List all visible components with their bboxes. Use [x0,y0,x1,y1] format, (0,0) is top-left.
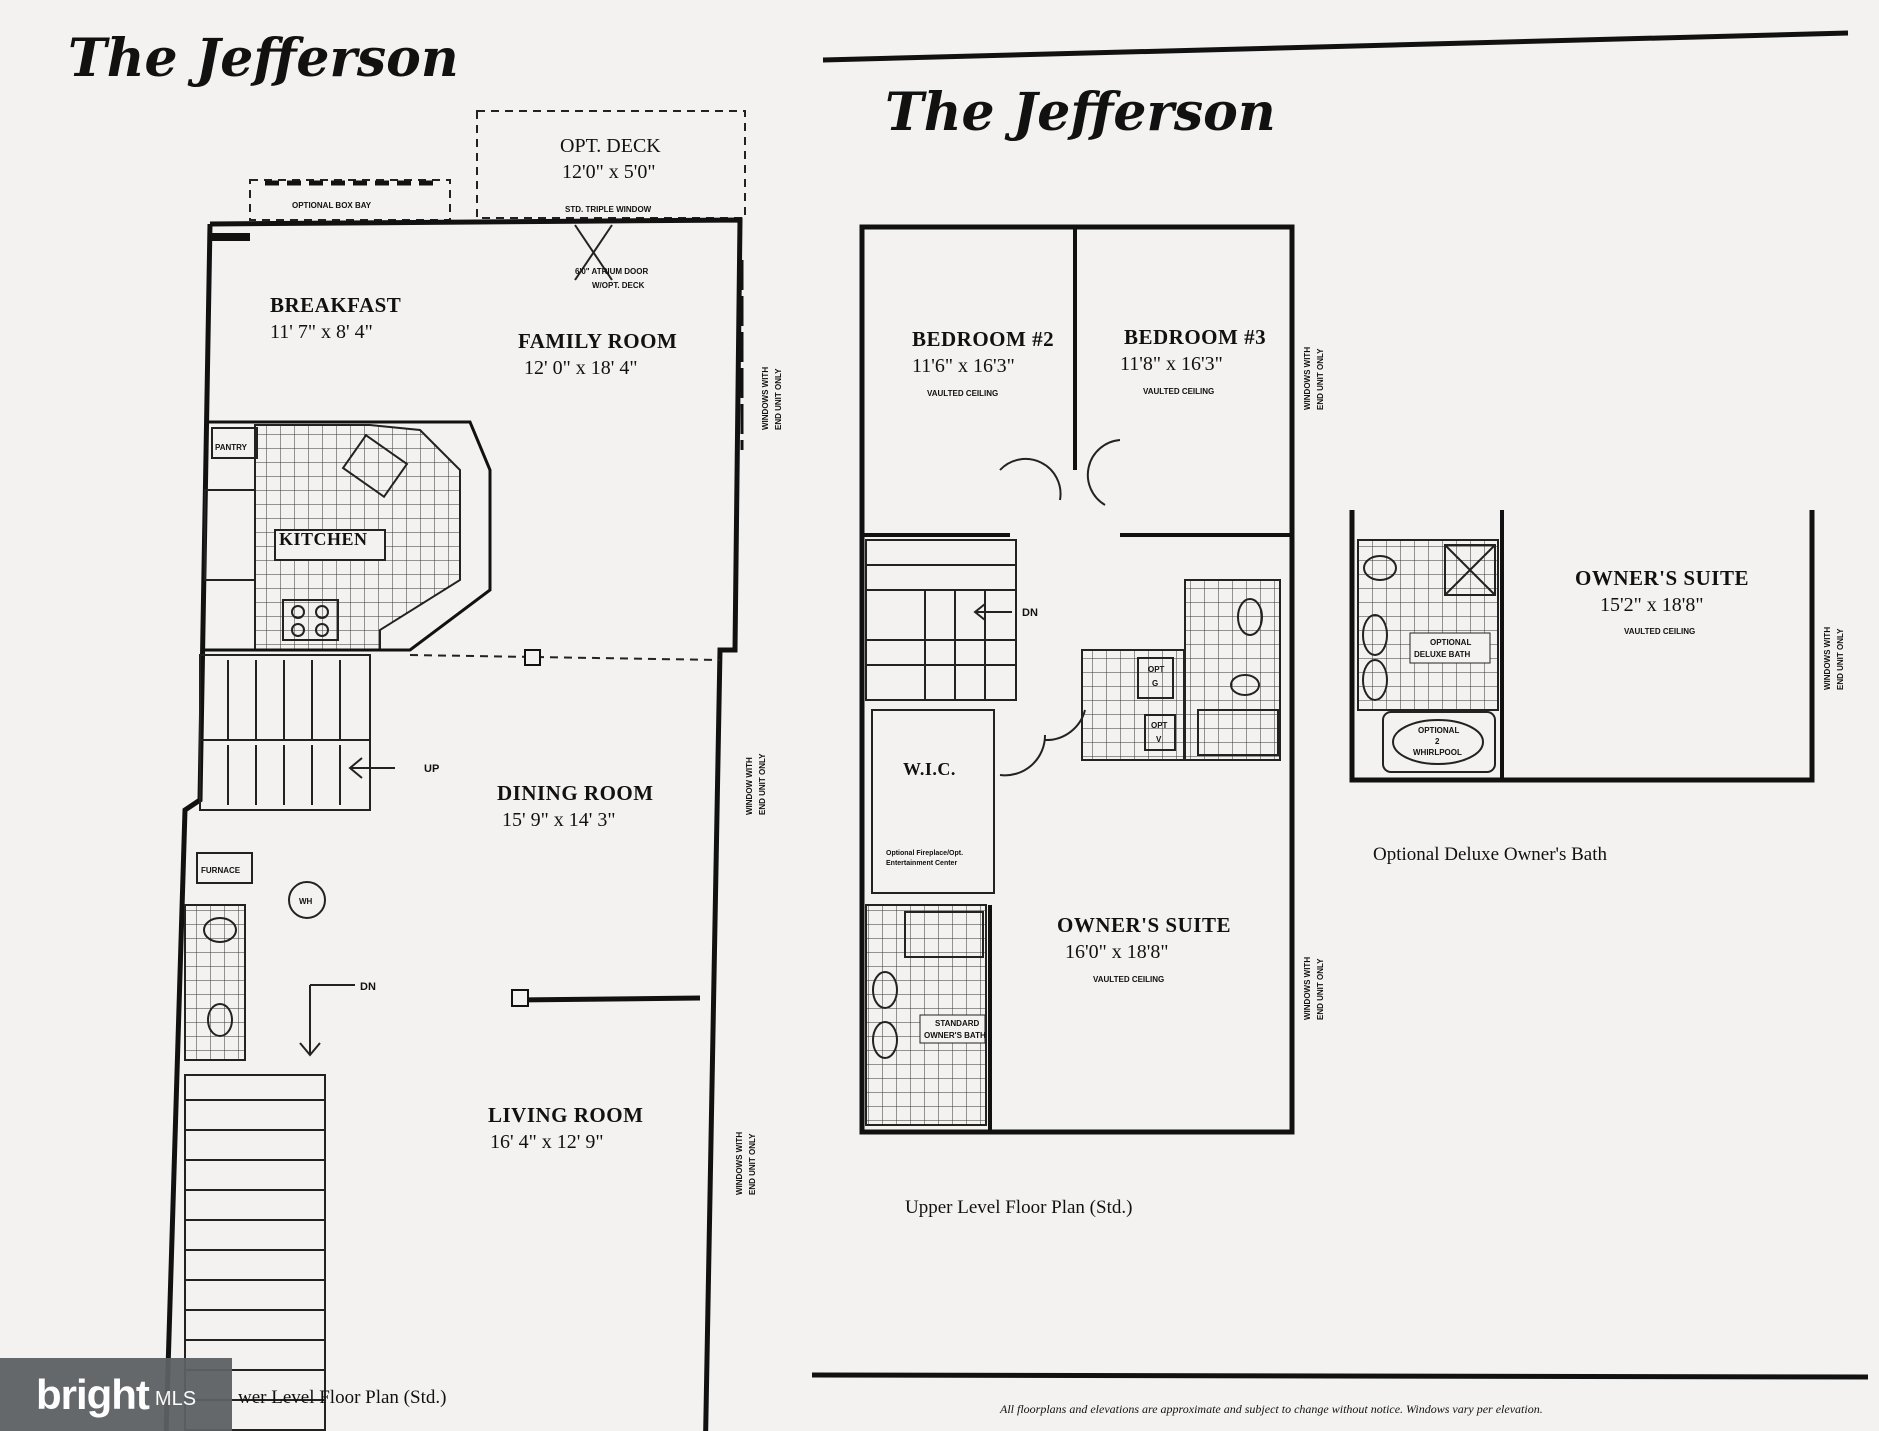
std-bath-note-2: OWNER'S BATH [924,1031,986,1040]
lower-window-note-2a: WINDOW WITH [745,757,754,815]
bottom-rule [811,1372,1869,1380]
dining-room-dim: 15' 9" x 14' 3" [502,809,616,831]
upper-stairs-dn-label: DN [1022,607,1038,619]
upper-owners-suite-dim: 16'0" x 18'8" [1065,941,1169,963]
bedroom-2-dim: 11'6" x 16'3" [912,355,1015,377]
upper-outer-wall [859,224,1295,1135]
upper-window-note-1b: END UNIT ONLY [1316,348,1325,410]
whirlpool-note-2: 2 [1435,737,1440,746]
deluxe-bath-note-1: OPTIONAL [1430,638,1471,647]
upper-window-note-2a: WINDOWS WITH [1303,957,1312,1020]
upper-stairs [865,539,1017,701]
stairs-up-label: UP [424,763,439,775]
option-window-note-b: END UNIT ONLY [1836,628,1845,690]
family-room-dim: 12' 0" x 18' 4" [524,357,638,379]
cooktop [282,599,339,641]
lower-stairs-up [199,654,371,811]
top-rule [822,30,1849,63]
optional-box-bay [249,179,451,221]
atrium-door-note-2: W/OPT. DECK [592,281,645,290]
watermark-sub: MLS [154,1388,197,1410]
bedroom-3-dim: 11'8" x 16'3" [1120,353,1223,375]
pantry [211,427,258,459]
opt-v-sub: V [1156,735,1162,744]
option-owners-suite-dim: 15'2" x 18'8" [1600,594,1704,616]
bedroom-2-label: BEDROOM #2 [912,327,1054,351]
kitchen-sink [341,433,409,499]
option-owners-suite-label: OWNER'S SUITE [1575,566,1749,590]
upper-owners-suite-note: VAULTED CEILING [1093,975,1164,984]
breakfast-label: BREAKFAST [270,293,401,317]
optional-deck [476,110,746,219]
family-room-label: FAMILY ROOM [518,329,677,353]
opt-v-label: OPT [1151,721,1168,730]
upper-owners-suite-label: OWNER'S SUITE [1057,913,1231,937]
kitchen-label: KITCHEN [279,529,368,549]
deluxe-bath-note-2: DELUXE BATH [1414,650,1471,659]
bedroom-3-label: BEDROOM #3 [1124,325,1266,349]
optional-deluxe-bath-plan: OPTIONAL DELUXE BATH OPTIONAL 2 WHIRLPOO… [1349,510,1845,865]
breakfast-dim: 11' 7" x 8' 4" [270,321,373,343]
lower-caption: wer Level Floor Plan (Std.) [238,1387,446,1408]
furnace [196,852,253,884]
deck-dim: 12'0" x 5'0" [562,161,656,183]
lower-window-note-1b: END UNIT ONLY [774,368,783,430]
lower-stairs-down [184,1074,326,1431]
footnote: All floorplans and elevations are approx… [999,1402,1543,1416]
option-window-note-a: WINDOWS WITH [1823,627,1832,690]
bright-mls-watermark: bright MLS [0,1358,232,1431]
bedroom-2-note: VAULTED CEILING [927,389,998,398]
water-heater-label: WH [299,897,313,906]
deck-label: OPT. DECK [560,135,661,157]
kitchen-counter [205,420,492,652]
upper-level-plan: BEDROOM #2 11'6" x 16'3" VAULTED CEILING… [859,224,1325,1218]
option-outer-wall [1349,510,1815,783]
upper-caption: Upper Level Floor Plan (Std.) [905,1197,1132,1218]
title-right: The Jefferson [885,82,1276,143]
wic-note-2: Entertainment Center [886,860,957,867]
water-heater [288,881,326,919]
std-bath-note-1: STANDARD [935,1019,980,1028]
option-owners-suite-note: VAULTED CEILING [1624,627,1695,636]
stairs-down-label: DN [360,981,376,993]
upper-window-note-2b: END UNIT ONLY [1316,958,1325,1020]
lower-window-note-3a: WINDOWS WITH [735,1132,744,1195]
wic-note-1: Optional Fireplace/Opt. [886,850,963,857]
bedroom-3-note: VAULTED CEILING [1143,387,1214,396]
triple-window-label: STD. TRIPLE WINDOW [565,205,652,214]
opt-g-label: OPT [1148,665,1165,674]
opt-g-sub: G [1152,679,1158,688]
lower-window-note-3b: END UNIT ONLY [748,1133,757,1195]
atrium-door-note-1: 6'0" ATRIUM DOOR [575,267,648,276]
hall-bath [1184,579,1281,761]
living-room-dim: 16' 4" x 12' 9" [490,1131,604,1153]
wic-label: W.I.C. [903,759,956,779]
lower-window-note-1a: WINDOWS WITH [761,367,770,430]
title-left: The Jefferson [68,28,459,89]
whirlpool-note-1: OPTIONAL [1418,726,1459,735]
dining-room-label: DINING ROOM [497,781,654,805]
whirlpool-note-3: WHIRLPOOL [1413,748,1462,757]
watermark-brand: bright [35,1370,150,1418]
living-room-label: LIVING ROOM [488,1103,643,1127]
whirlpool-tub [1392,719,1484,765]
furnace-label: FURNACE [201,866,241,875]
deluxe-bath-floor [1357,539,1499,711]
pantry-label: PANTRY [215,443,248,452]
lower-level-plan: OPT. DECK 12'0" x 5'0" STD. TRIPLE WINDO… [163,110,783,1431]
owners-toilet-room [1081,649,1185,761]
lower-wall-right [209,217,743,1431]
lower-window-note-2b: END UNIT ONLY [758,753,767,815]
walk-in-closet [871,709,995,894]
box-bay-label: OPTIONAL BOX BAY [292,201,372,210]
upper-window-note-1a: WINDOWS WITH [1303,347,1312,410]
option-caption: Optional Deluxe Owner's Bath [1373,844,1608,865]
